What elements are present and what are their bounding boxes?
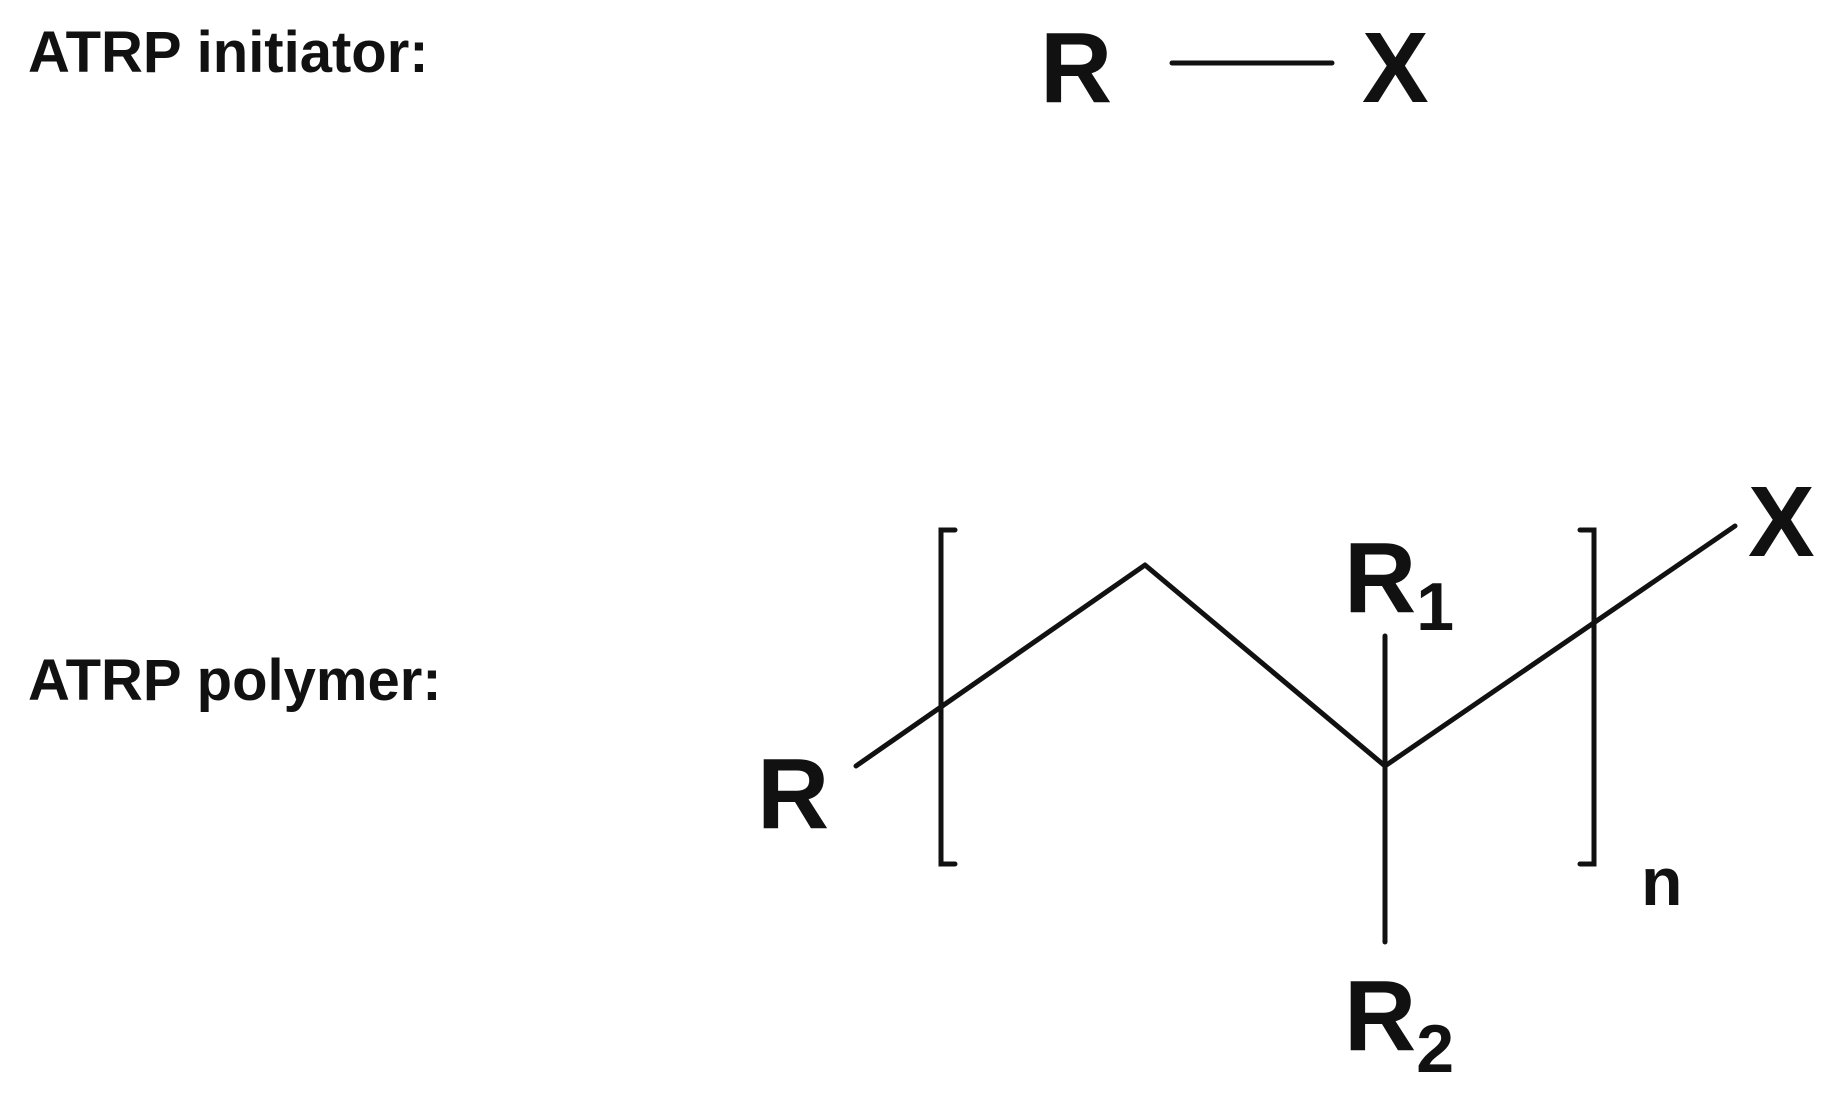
repeat-subscript: n <box>1641 844 1683 920</box>
substituent-1-index: 1 <box>1416 569 1454 645</box>
substituent-2-letter: R <box>1344 960 1416 1072</box>
substituent-2-index: 2 <box>1416 1011 1454 1087</box>
substituent-2-label: R2 <box>1344 960 1454 1087</box>
initiator-section-label: ATRP initiator: <box>28 20 429 85</box>
polymer-end-x-atom: X <box>1748 466 1815 578</box>
initiator-x-atom: X <box>1362 12 1429 124</box>
polymer-section-label: ATRP polymer: <box>28 648 442 713</box>
backbone-bond <box>853 523 1738 769</box>
substituent-1-label: R1 <box>1344 522 1454 645</box>
initiator-r-atom: R <box>1040 12 1112 124</box>
left-bracket <box>938 527 958 867</box>
initiator-structure: R X <box>1040 12 1429 124</box>
substituent-1-letter: R <box>1344 522 1416 634</box>
right-bracket <box>1577 527 1597 867</box>
polymer-structure: R n R1 R2 X <box>757 466 1815 1087</box>
polymer-start-r-atom: R <box>757 738 829 850</box>
